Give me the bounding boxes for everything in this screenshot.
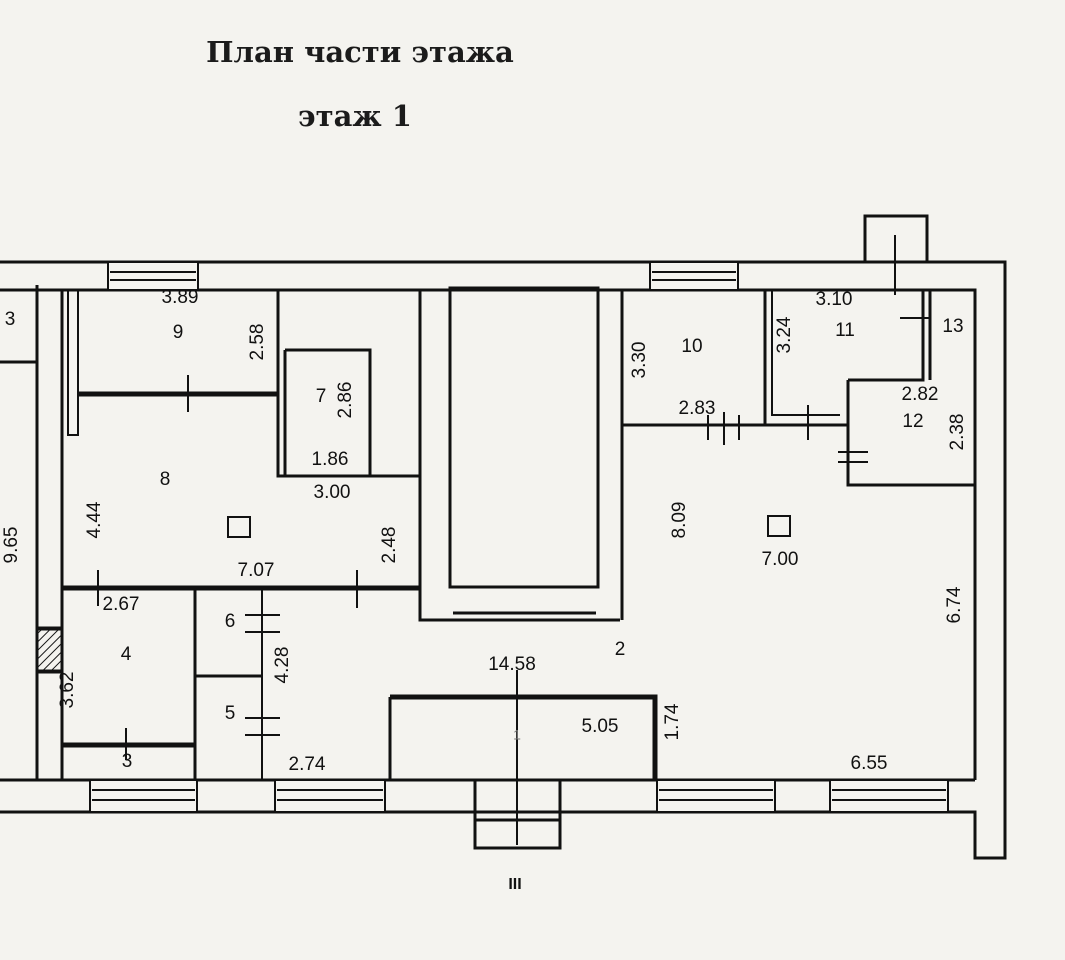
dim: 7.00	[762, 549, 799, 570]
dim: 5.05	[582, 716, 619, 737]
dim: 2.74	[289, 754, 326, 775]
room-1: 1	[513, 727, 521, 743]
dimension-labels: 3.89 1.86 3.00 7.07 2.67 2.74 14.58 5.05…	[1, 287, 968, 775]
door-marks	[97, 235, 930, 845]
dim: 3.30	[629, 342, 650, 379]
room-9: 9	[173, 322, 184, 343]
dim: 3.89	[162, 287, 199, 308]
dim: 3.62	[57, 672, 78, 709]
floor-label: этаж 1	[298, 99, 412, 133]
room-12: 12	[902, 411, 923, 432]
column-marker	[227, 516, 251, 538]
room-10: 10	[681, 336, 702, 357]
dim: 1.86	[312, 449, 349, 470]
dim: 9.65	[1, 527, 22, 564]
dim: 3.10	[816, 289, 853, 310]
plan-title: План части этажа	[206, 35, 514, 69]
dim: 2.38	[947, 414, 968, 451]
dim: 4.28	[272, 647, 293, 684]
room-5: 5	[225, 703, 236, 724]
room-4: 4	[121, 644, 132, 665]
dim: 2.86	[335, 382, 356, 419]
room-3-top: 3	[5, 309, 16, 330]
dim: 3.24	[774, 316, 795, 353]
dim: 4.44	[84, 501, 105, 538]
dim: 6.74	[944, 586, 965, 623]
dim: 7.07	[238, 560, 275, 581]
room-13: 13	[942, 316, 963, 337]
dim: 2.48	[379, 527, 400, 564]
dim: 2.58	[247, 324, 268, 361]
dim: 6.55	[851, 753, 888, 774]
dim: 1.74	[662, 703, 683, 740]
dim: 3.00	[314, 482, 351, 503]
windows	[89, 261, 949, 813]
dim: 2.67	[103, 594, 140, 615]
room-6: 6	[225, 611, 236, 632]
room-11: 11	[835, 320, 855, 341]
dim: 2.83	[679, 398, 716, 419]
entrance-mark: III	[508, 876, 521, 893]
room-2: 2	[615, 639, 626, 660]
dim: 2.82	[902, 384, 939, 405]
column-marker	[767, 515, 791, 537]
room-3-bottom: 3	[122, 751, 133, 772]
room-8: 8	[160, 469, 171, 490]
dim: 14.58	[488, 654, 536, 675]
dim: 8.09	[669, 502, 690, 539]
room-labels: 3 9 7 8 4 6 5 3 2 1 10 11 13 12 III	[5, 309, 964, 893]
room-7: 7	[316, 386, 327, 407]
